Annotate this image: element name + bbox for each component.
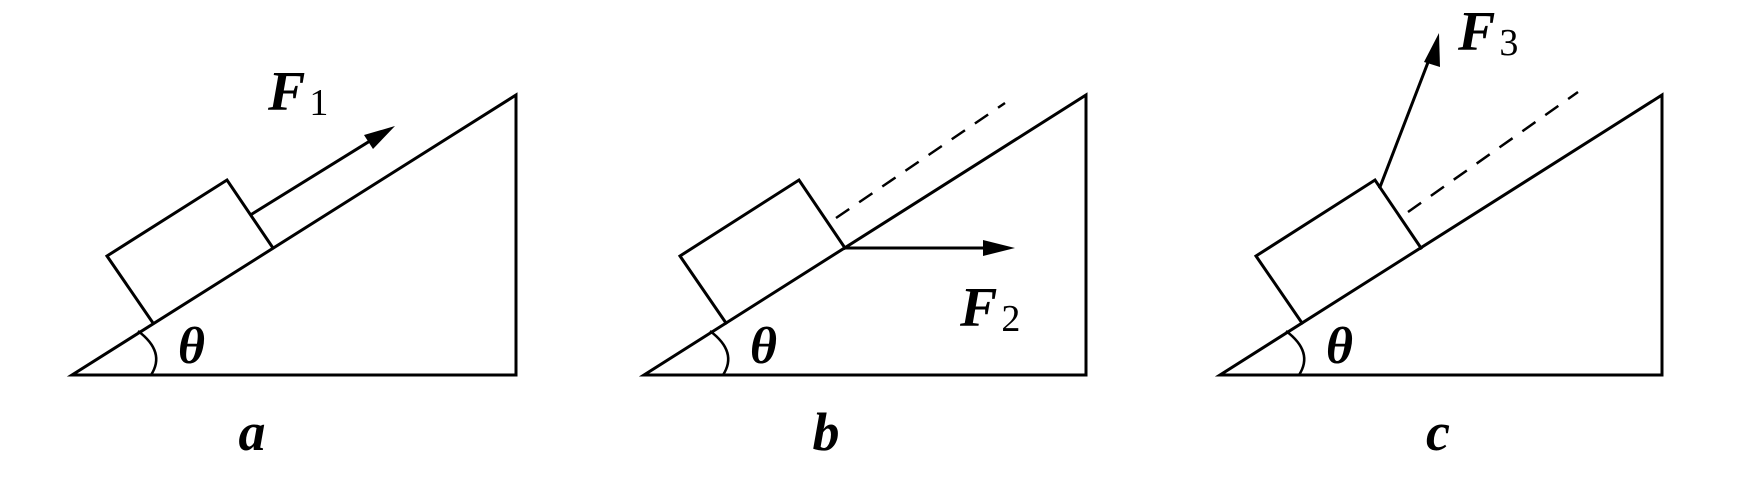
panel-caption-a: a	[239, 402, 266, 462]
angle-label: θ	[178, 318, 205, 375]
force-arrow-f1	[249, 133, 381, 217]
angle-arc	[1285, 330, 1306, 376]
angle-label: θ	[750, 318, 777, 375]
arrowhead	[983, 240, 1015, 256]
angle-arc	[137, 330, 158, 376]
incline-triangle	[66, 92, 518, 377]
arrowhead	[364, 126, 395, 149]
dashed-reference-line	[1407, 90, 1579, 214]
force-arrow-f3	[1378, 50, 1434, 189]
angle-label: θ	[1326, 318, 1353, 375]
block	[104, 177, 276, 326]
incline-triangle	[1214, 92, 1664, 377]
incline-triangle	[638, 92, 1088, 377]
arrowhead	[1424, 33, 1440, 67]
dashed-reference-line	[835, 101, 1006, 220]
block	[1253, 177, 1424, 326]
angle-arc	[709, 330, 730, 376]
panel-caption-c: c	[1426, 402, 1450, 462]
block	[677, 177, 848, 326]
panel-caption-b: b	[813, 402, 840, 462]
